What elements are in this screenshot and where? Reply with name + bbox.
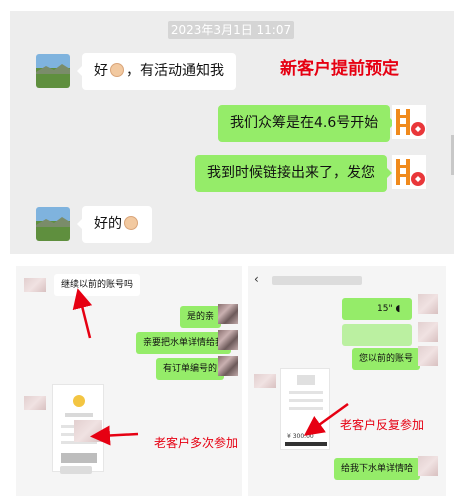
blurred-avatar — [254, 374, 276, 388]
message-bubble-outgoing: 有订单编号的 — [156, 358, 225, 380]
message-text: 我到时候链接出来了，发您 — [207, 165, 375, 181]
chevron-left-icon: ‹ — [254, 272, 259, 286]
order-thumbnail-icon — [289, 375, 323, 410]
logo-avatar-icon — [396, 159, 425, 186]
blurred-avatar — [24, 396, 46, 410]
message-bubble-outgoing: 您以前的账号 — [352, 348, 421, 370]
annotation-new-customer: 新客户提前预定 — [280, 59, 399, 79]
logo-avatar-icon — [396, 109, 425, 136]
message-text: 给我下水单详情哈 — [341, 464, 414, 474]
voice-duration: 15" — [377, 304, 393, 314]
message-text: 继续以前的账号吗 — [61, 280, 134, 290]
message-bubble-outgoing: 亲要把水单详情给我 — [136, 332, 232, 354]
message-text: 好的 — [94, 216, 122, 232]
voice-message-bubble: 15" ◖ — [342, 298, 412, 320]
order-amount: ¥ 300.00 — [287, 433, 314, 440]
order-card: ¥ 300.00 — [280, 368, 330, 450]
red-arrow-icon — [303, 402, 349, 436]
contact-avatar[interactable] — [36, 54, 70, 88]
message-bubble-incoming[interactable]: 好的 — [77, 206, 152, 243]
blurred-avatar — [218, 304, 238, 324]
message-text: 好 — [94, 63, 108, 79]
message-bubble-outgoing: 给我下水单详情哈 — [334, 458, 421, 480]
chat-panel-top: 2023年3月1日 11:07 好 ，有活动通知我 新客户提前预定 我们众筹是在4… — [10, 11, 454, 254]
voice-wave-icon: ◖ — [395, 304, 401, 314]
screenshot-right: ‹ 15" ◖ 您以前的账号 ¥ 300.00 老客户反复参加 给我下水单详情哈 — [248, 266, 446, 496]
blurred-avatar — [418, 346, 438, 366]
order-bar — [285, 442, 327, 446]
red-arrow-icon — [72, 288, 139, 446]
blurred-avatar — [24, 278, 46, 292]
message-text: 亲要把水单详情给我 — [143, 338, 225, 348]
message-bubble-outgoing: 是的亲 — [180, 306, 222, 328]
message-bubble-outgoing[interactable]: 我到时候链接出来了，发您 — [195, 155, 392, 192]
annotation-old-customer-repeat: 老客户反复参加 — [340, 418, 425, 432]
message-bubble-incoming[interactable]: 好 ，有活动通知我 — [77, 53, 236, 90]
message-text: 我们众筹是在4.6号开始 — [230, 115, 379, 131]
landscape-avatar-icon — [36, 207, 70, 241]
ok-hand-emoji-icon — [110, 63, 124, 77]
annotation-old-customer-multiple: 老客户多次参加 — [154, 436, 239, 450]
blurred-avatar — [418, 456, 438, 476]
screenshot-left: 继续以前的账号吗 是的亲 亲要把水单详情给我 有订单编号的 — [16, 266, 242, 496]
message-text: 是的亲 — [187, 312, 215, 322]
scrollbar[interactable] — [451, 135, 454, 175]
blurred-message — [342, 324, 412, 346]
message-text: 有订单编号的 — [163, 364, 218, 374]
message-text: ，有活动通知我 — [126, 63, 224, 79]
blurred-avatar — [218, 330, 238, 350]
self-avatar[interactable] — [392, 105, 426, 139]
blurred-avatar — [218, 356, 238, 376]
message-text: 您以前的账号 — [359, 354, 414, 364]
self-avatar[interactable] — [392, 155, 426, 189]
message-bubble-outgoing[interactable]: 我们众筹是在4.6号开始 — [218, 105, 396, 142]
ok-hand-emoji-icon — [124, 216, 138, 230]
contact-avatar[interactable] — [36, 207, 70, 241]
message-timestamp: 2023年3月1日 11:07 — [168, 21, 294, 39]
blurred-title — [272, 276, 362, 285]
landscape-avatar-icon — [36, 54, 70, 88]
blurred-region — [60, 466, 92, 474]
blurred-avatar — [418, 294, 438, 314]
blurred-avatar — [418, 322, 438, 342]
